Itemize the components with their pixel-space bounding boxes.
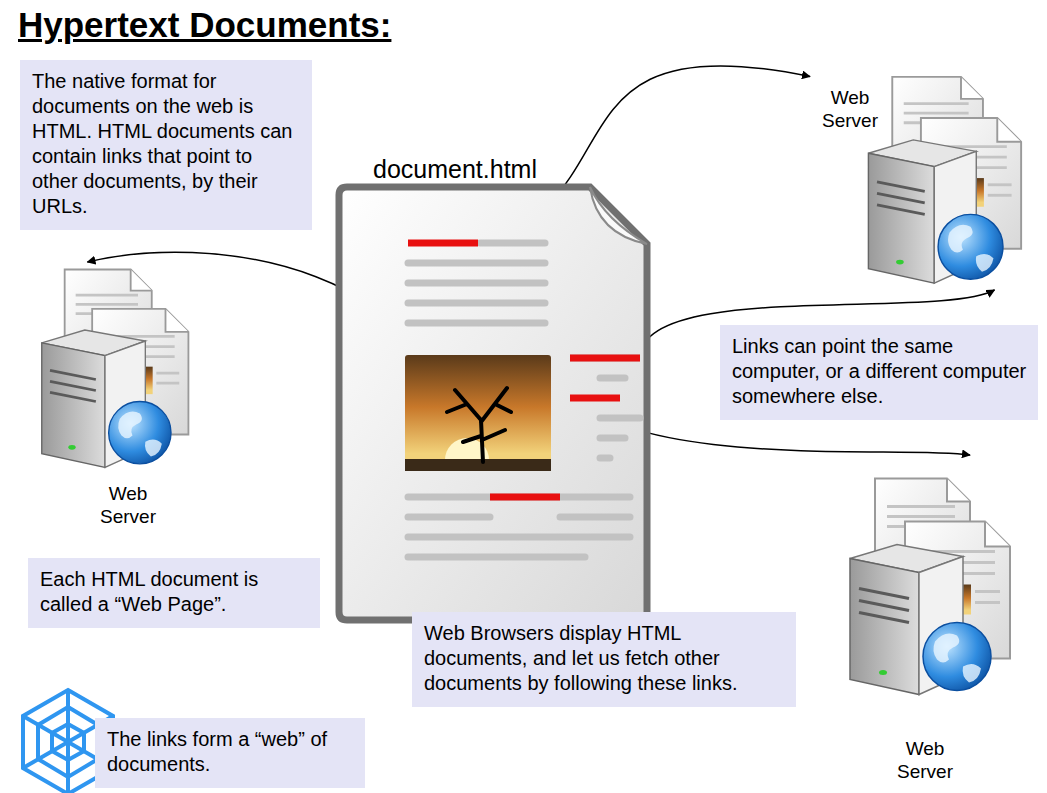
note-text: The native format for documents on the w…: [32, 69, 302, 219]
title: Hypertext Documents:: [18, 4, 391, 46]
note-box: Web Browsers display HTML documents, and…: [412, 612, 796, 707]
web-server: Web Server: [28, 262, 193, 534]
note-text: The links form a “web” of documents.: [107, 727, 355, 777]
note-text: Each HTML document is called a “Web Page…: [40, 567, 310, 617]
note-box: The links form a “web” of documents.: [95, 718, 365, 788]
server-icon: [835, 459, 1015, 714]
web-server: Web Server: [810, 70, 1035, 290]
server-label: Web Server: [90, 482, 166, 528]
note-box: The native format for documents on the w…: [20, 60, 312, 230]
note-box: Each HTML document is called a “Web Page…: [28, 558, 320, 628]
web-server: Web Server: [835, 455, 1015, 783]
note-text: Web Browsers display HTML documents, and…: [424, 621, 786, 696]
server-label: Web Server: [887, 737, 963, 783]
file-name: document.html: [373, 154, 537, 184]
document-icon: [335, 150, 655, 625]
note-box: Links can point the same computer, or a …: [720, 325, 1038, 420]
server-label: Web Server: [812, 86, 888, 132]
note-text: Links can point the same computer, or a …: [732, 334, 1028, 409]
server-icon: [28, 266, 193, 471]
server-icon: [845, 75, 1035, 285]
document-node: document.html: [335, 150, 655, 625]
